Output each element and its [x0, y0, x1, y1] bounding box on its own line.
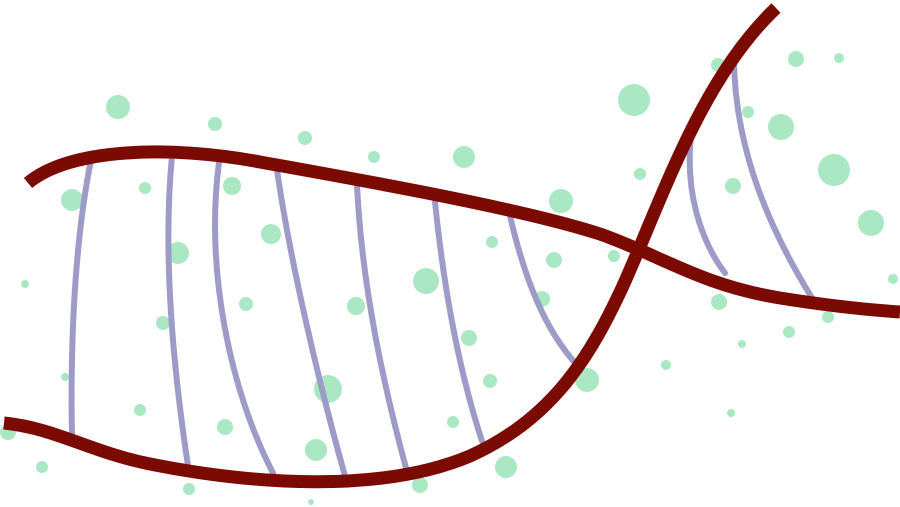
base-pair-rung	[686, 133, 728, 276]
bubble	[634, 168, 646, 180]
bubble	[453, 146, 475, 168]
bubble	[727, 409, 735, 417]
bubble	[834, 53, 844, 63]
bubble	[183, 483, 195, 495]
base-pair-rung	[212, 159, 276, 476]
bubble	[483, 374, 497, 388]
bubble	[725, 178, 741, 194]
bubble	[608, 250, 620, 262]
bubble	[305, 439, 327, 461]
base-pair-rung	[507, 213, 580, 368]
bubble	[788, 51, 804, 67]
bubble	[822, 311, 834, 323]
bubble	[167, 242, 189, 264]
bubble	[106, 95, 130, 119]
bubble	[61, 373, 69, 381]
base-pair-rung	[731, 57, 815, 301]
bubble	[858, 210, 884, 236]
bubble	[21, 280, 29, 288]
bubble	[447, 416, 459, 428]
bubble	[575, 368, 599, 392]
bubble	[661, 360, 671, 370]
bubbles	[0, 51, 898, 505]
base-pair-rung	[354, 182, 409, 471]
bubble	[308, 499, 314, 505]
bubble	[217, 419, 233, 435]
base-pair-rung	[274, 167, 348, 479]
bubble	[742, 106, 754, 118]
bubble	[36, 461, 48, 473]
base-pair-rung	[68, 157, 94, 440]
bubble	[486, 236, 498, 248]
dna-strand-bottom	[3, 3, 781, 489]
bubble	[298, 131, 312, 145]
bubble	[888, 274, 898, 284]
dna-strand-top	[23, 145, 900, 319]
bubble	[139, 182, 151, 194]
base-pair-rungs	[68, 57, 815, 479]
bubble	[768, 114, 794, 140]
bubble	[461, 330, 477, 346]
bubble	[223, 177, 241, 195]
bubble	[783, 326, 795, 338]
bubble	[208, 117, 222, 131]
bubble	[818, 154, 850, 186]
bubble	[495, 456, 517, 478]
bubble	[156, 316, 170, 330]
bubble	[549, 189, 573, 213]
bubble	[711, 294, 727, 310]
bubble	[413, 268, 439, 294]
bubble	[347, 297, 365, 315]
dna-strands	[3, 3, 900, 489]
bubble	[134, 404, 146, 416]
bubble	[546, 252, 562, 268]
bubble	[61, 189, 83, 211]
bubble	[261, 224, 281, 244]
base-pair-rung	[165, 153, 191, 469]
base-pair-rung	[432, 199, 485, 444]
bubble	[738, 340, 746, 348]
bubble	[412, 477, 428, 493]
bubble	[368, 151, 380, 163]
bubble	[618, 84, 650, 116]
bubble	[239, 297, 253, 311]
